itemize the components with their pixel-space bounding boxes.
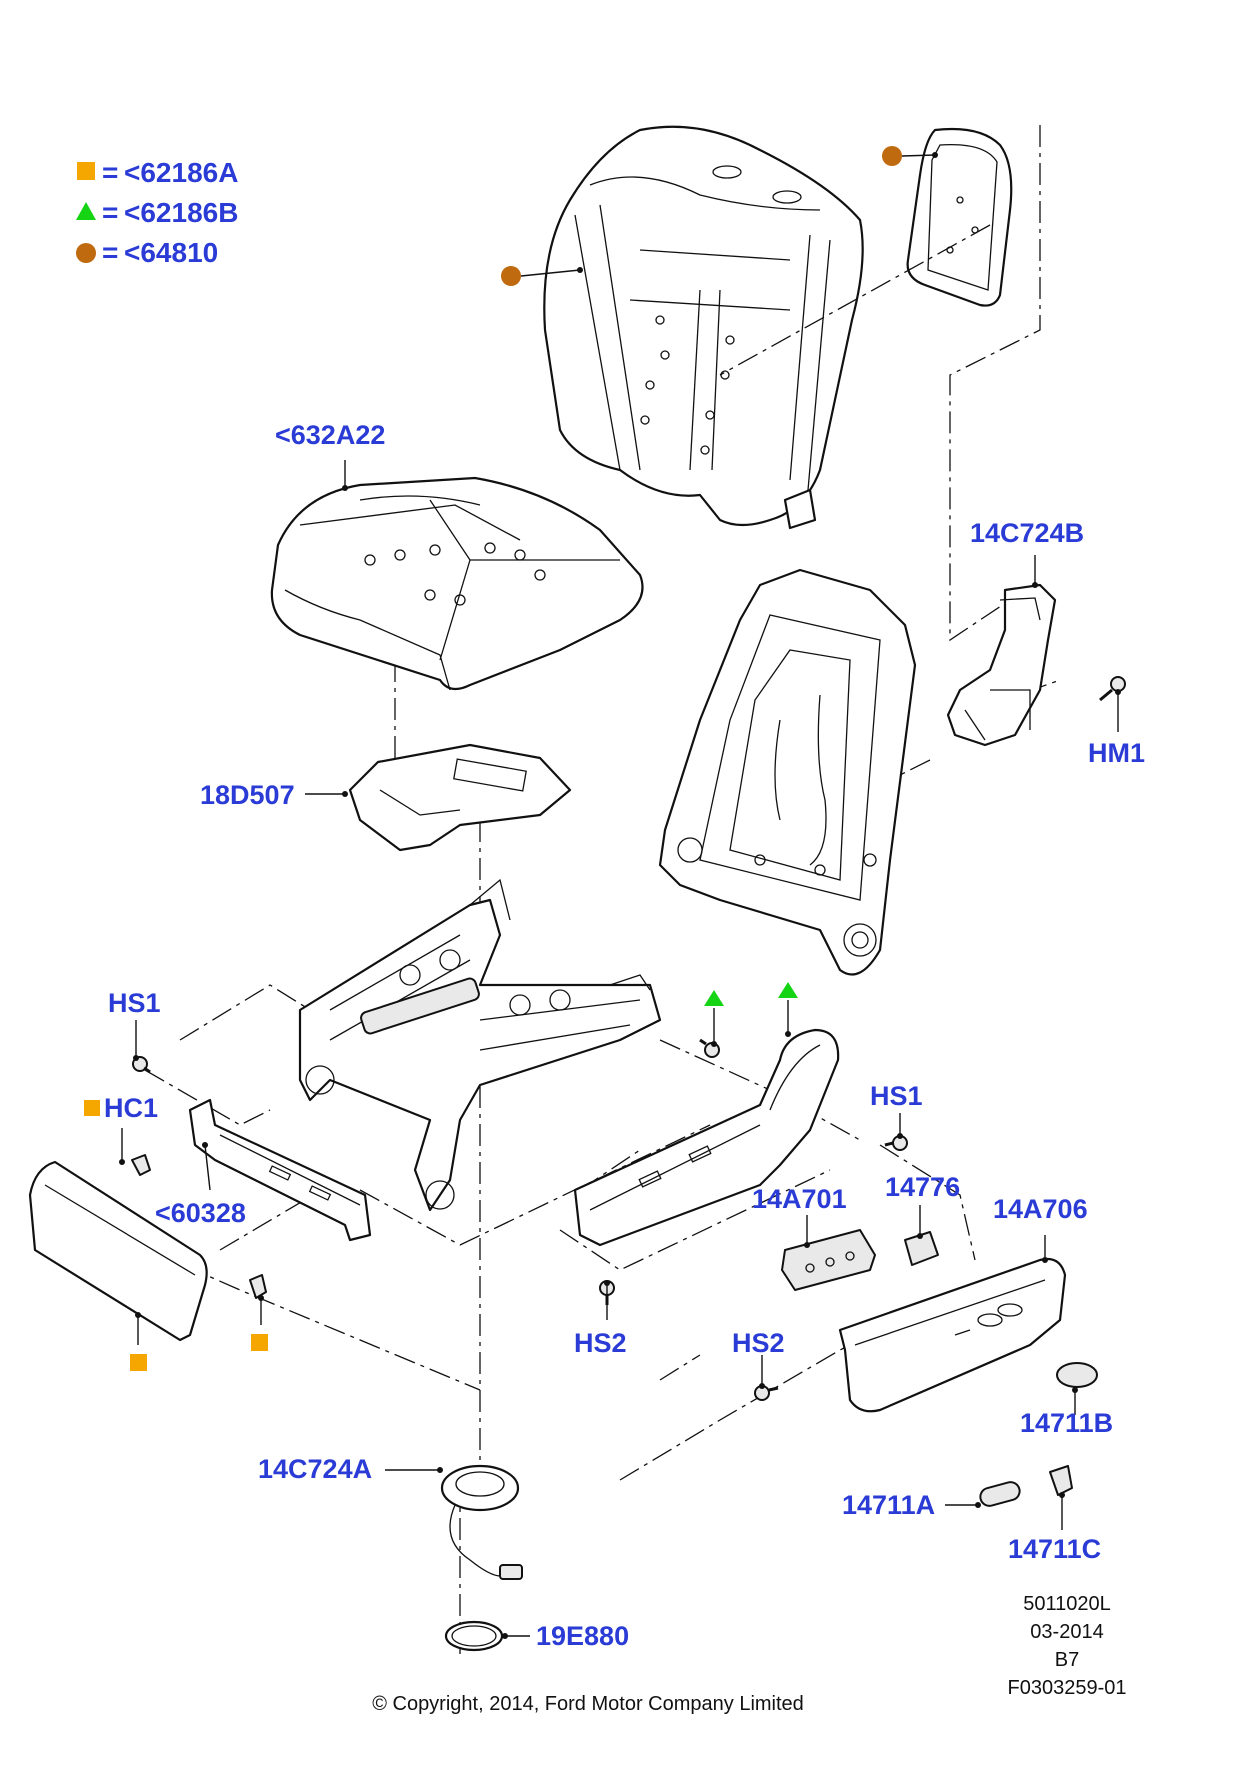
label-19e880: 19E880 — [536, 1621, 629, 1651]
circle-marker-backpanel — [882, 146, 902, 166]
seat-cushion — [270, 476, 644, 691]
shield-bracket — [188, 1098, 372, 1242]
legend-code-62186b: <62186B — [124, 197, 238, 228]
seat-track-assembly — [298, 878, 662, 1212]
legend: = <62186A = <62186B = <64810 — [76, 157, 238, 268]
copyright-text: © Copyright, 2014, Ford Motor Company Li… — [372, 1693, 804, 1715]
hm1-screw — [1099, 676, 1126, 702]
label-hs2-right: HS2 — [732, 1328, 785, 1358]
square-marker-shield — [130, 1354, 147, 1371]
legend-square-symbol — [77, 162, 95, 180]
label-14a706: 14A706 — [993, 1194, 1088, 1224]
knob-14711a — [979, 1481, 1021, 1507]
label-14711a: 14711A — [842, 1490, 935, 1520]
upper-harness — [946, 583, 1057, 747]
label-14c724b: 14C724B — [970, 518, 1084, 548]
hs2-right-screw — [754, 1385, 779, 1401]
suspension-mat — [348, 743, 572, 852]
legend-circle-symbol — [76, 243, 96, 263]
label-18d507: 18D507 — [200, 780, 295, 810]
label-632a22: <632A22 — [275, 420, 385, 450]
knob-14711b — [1056, 1362, 1098, 1388]
label-60328: <60328 — [155, 1198, 246, 1228]
info-line-1: 5011020L — [1023, 1593, 1111, 1615]
small-clip-left — [249, 1274, 267, 1299]
legend-code-64810: <64810 — [124, 237, 218, 268]
info-line-4: F0303259-01 — [1008, 1677, 1127, 1699]
legend-triangle-symbol — [76, 202, 96, 220]
label-hm1: HM1 — [1088, 738, 1145, 768]
legend-equals-1: = — [102, 157, 118, 188]
label-hs2-left: HS2 — [574, 1328, 627, 1358]
info-line-3: B7 — [1055, 1649, 1079, 1671]
info-line-2: 03-2014 — [1030, 1621, 1103, 1643]
triangle-marker-clip — [704, 990, 724, 1006]
triangle-marker-trim — [778, 982, 798, 998]
label-14711c: 14711C — [1008, 1534, 1101, 1564]
left-side-shield — [28, 1160, 208, 1342]
label-hs1-left: HS1 — [108, 988, 161, 1018]
hc1-clip — [131, 1154, 151, 1176]
seat-back-panel — [906, 127, 1013, 307]
circle-marker-backcover — [501, 266, 521, 286]
label-hs1-right: HS1 — [870, 1081, 923, 1111]
legend-equals-2: = — [102, 197, 118, 228]
label-14c724a: 14C724A — [258, 1454, 372, 1484]
label-hc1: HC1 — [104, 1093, 158, 1123]
seat-back-frame — [658, 568, 917, 976]
square-marker-hc1 — [84, 1100, 100, 1116]
knob-14711c — [1049, 1465, 1073, 1496]
square-marker-clip — [251, 1334, 268, 1351]
outer-trim — [838, 1257, 1067, 1413]
drawing-info: 5011020L 03-2014 B7 F0303259-01 — [1008, 1593, 1127, 1699]
ring-19e880 — [444, 1620, 504, 1652]
seat-back-cover — [543, 125, 864, 530]
label-14a701: 14A701 — [752, 1184, 847, 1214]
right-inner-trim — [573, 1028, 840, 1247]
lower-harness — [440, 1464, 523, 1580]
label-14711b: 14711B — [1020, 1408, 1113, 1438]
label-14776: 14776 — [885, 1172, 960, 1202]
legend-equals-3: = — [102, 237, 118, 268]
hs1-right-screw — [884, 1135, 908, 1151]
legend-code-62186a: <62186A — [124, 157, 238, 188]
switch-14a701 — [781, 1229, 876, 1291]
